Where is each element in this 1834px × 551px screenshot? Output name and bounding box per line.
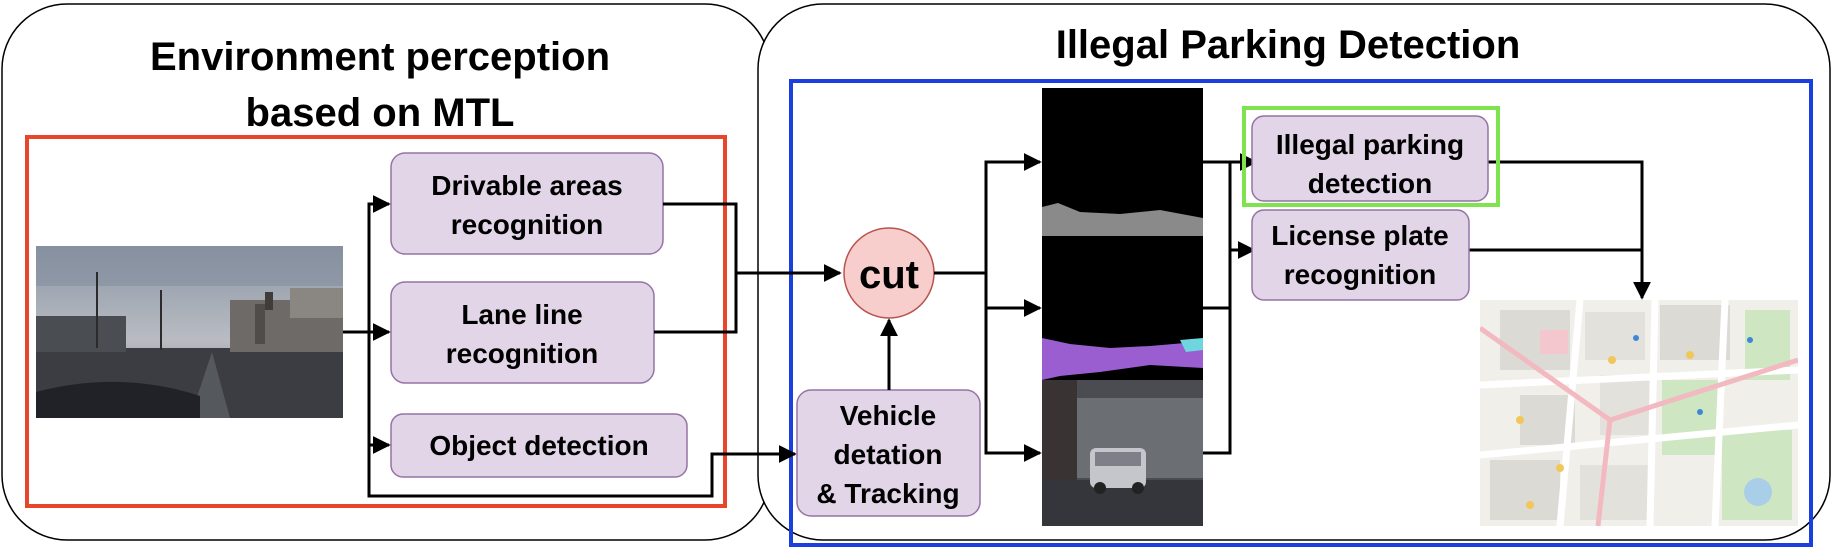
vehicle-tracking-line2: detation	[834, 439, 943, 470]
illegal-parking-box	[1251, 115, 1489, 202]
detection-title: Illegal Parking Detection	[1056, 23, 1521, 67]
map-image	[1480, 300, 1798, 526]
vehicle-tracking-line1: Vehicle	[840, 400, 937, 431]
drivable-areas-line1: Drivable areas	[431, 170, 622, 201]
vehicle-tracking-line3: & Tracking	[816, 478, 959, 509]
license-plate-box	[1251, 209, 1470, 301]
detection-connectors	[880, 153, 1651, 462]
illegal-parking-line2: detection	[1308, 168, 1432, 199]
segmentation-stack	[1042, 88, 1203, 526]
lane-line-line2: recognition	[446, 338, 598, 369]
cut-label: cut	[859, 253, 919, 297]
mtl-frame	[25, 135, 727, 508]
object-detection-box	[390, 413, 688, 478]
illegal-parking-line1: Illegal parking	[1276, 129, 1464, 160]
camera-image	[36, 246, 343, 418]
detection-frame	[789, 79, 1813, 547]
object-detection-label: Object detection	[429, 430, 648, 461]
highlight-frame	[1242, 106, 1500, 207]
crop-image	[1042, 380, 1203, 526]
mtl-title-line1: Environment perception	[150, 35, 610, 79]
mtl-connectors	[343, 195, 842, 498]
mtl-title-line2: based on MTL	[246, 91, 515, 135]
lane-line-line1: Lane line	[461, 299, 582, 330]
license-plate-line2: recognition	[1284, 259, 1436, 290]
drivable-areas-line2: recognition	[451, 209, 603, 240]
license-plate-line1: License plate	[1271, 220, 1448, 251]
